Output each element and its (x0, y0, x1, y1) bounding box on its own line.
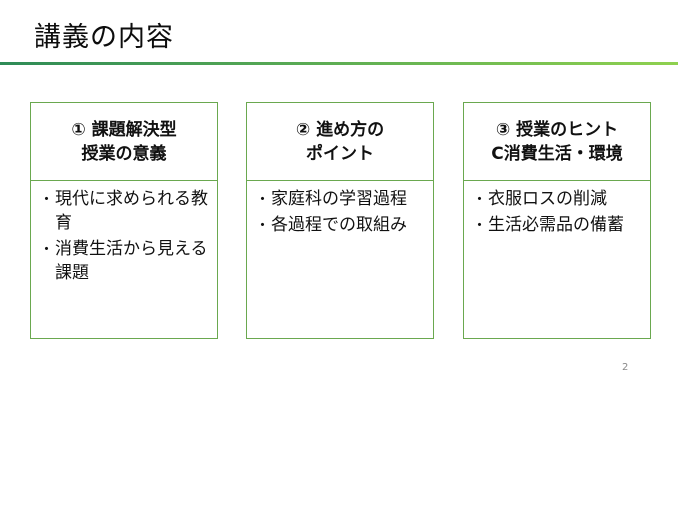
card-body: ・家庭科の学習過程 ・各過程での取組み (247, 181, 433, 237)
list-item: ・各過程での取組み (253, 213, 425, 237)
bullet-icon: ・ (472, 190, 488, 208)
list-item: ・消費生活から見える課題 (37, 237, 209, 285)
list-item-text: 衣服ロスの削減 (488, 189, 607, 209)
card-header-line1: ③ 授業のヒント (495, 119, 619, 140)
bullet-icon: ・ (255, 216, 271, 234)
card-progress-points: ② 進め方の ポイント ・家庭科の学習過程 ・各過程での取組み (246, 102, 434, 339)
card-header: ② 進め方の ポイント (247, 103, 433, 181)
list-item-text: 家庭科の学習過程 (271, 189, 407, 209)
bullet-icon: ・ (255, 190, 271, 208)
card-body: ・現代に求められる教育 ・消費生活から見える課題 (31, 181, 217, 285)
card-header-line2: ポイント (306, 143, 374, 164)
list-item-text: 生活必需品の備蓄 (488, 215, 624, 235)
bullet-icon: ・ (472, 216, 488, 234)
card-header-line1: ② 進め方の (295, 119, 385, 140)
card-header-line2: 授業の意義 (81, 143, 167, 164)
page-number: 2 (622, 362, 629, 373)
card-lecture-significance: ① 課題解決型 授業の意義 ・現代に求められる教育 ・消費生活から見える課題 (30, 102, 218, 339)
list-item: ・衣服ロスの削減 (470, 187, 642, 211)
card-header-line2: C消費生活・環境 (491, 143, 623, 164)
bullet-icon: ・ (39, 190, 55, 208)
card-header-line1: ① 課題解決型 (71, 119, 177, 140)
title-divider (0, 62, 678, 65)
list-item-text: 現代に求められる教育 (55, 189, 208, 233)
list-item-text: 各過程での取組み (271, 215, 407, 235)
bullet-list: ・現代に求められる教育 ・消費生活から見える課題 (37, 187, 209, 285)
list-item: ・生活必需品の備蓄 (470, 213, 642, 237)
list-item-text: 消費生活から見える課題 (55, 239, 208, 283)
bullet-icon: ・ (39, 240, 55, 258)
list-item: ・家庭科の学習過程 (253, 187, 425, 211)
bullet-list: ・衣服ロスの削減 ・生活必需品の備蓄 (470, 187, 642, 237)
bullet-list: ・家庭科の学習過程 ・各過程での取組み (253, 187, 425, 237)
slide-title: 講義の内容 (34, 22, 174, 53)
list-item: ・現代に求められる教育 (37, 187, 209, 235)
card-body: ・衣服ロスの削減 ・生活必需品の備蓄 (464, 181, 650, 237)
card-header: ③ 授業のヒント C消費生活・環境 (464, 103, 650, 181)
card-header: ① 課題解決型 授業の意義 (31, 103, 217, 181)
card-lesson-hints: ③ 授業のヒント C消費生活・環境 ・衣服ロスの削減 ・生活必需品の備蓄 (463, 102, 651, 339)
